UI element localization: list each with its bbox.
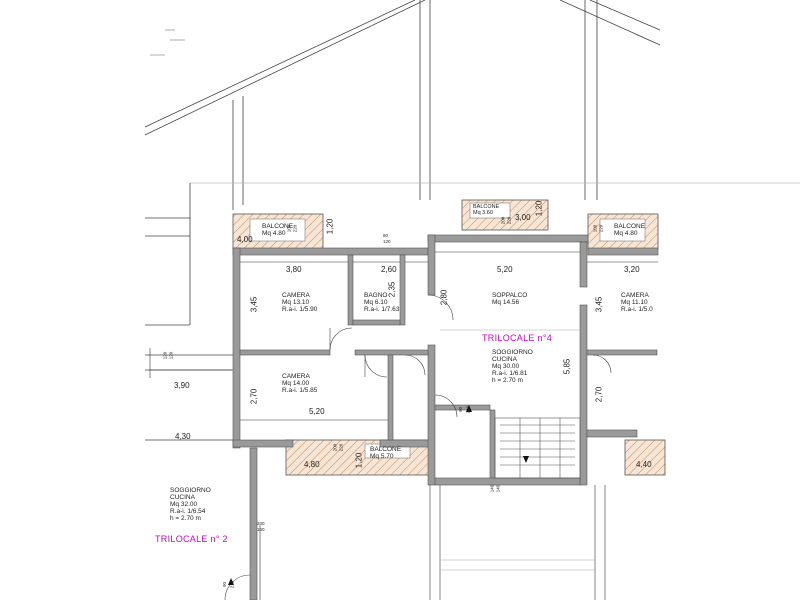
opening-label: 200 <box>257 521 265 526</box>
balcony-name: BALCONE <box>614 223 646 230</box>
entry-arrows <box>228 405 529 585</box>
room-label-camera-right: CAMERA Mq 11.10 R.a-i. 1/5.0 <box>621 292 653 313</box>
opening-label: 220 <box>506 216 512 225</box>
dim-label: 2,70 <box>594 386 604 403</box>
dim-label: 4,00 <box>237 235 253 244</box>
opening-label: 220 <box>338 443 344 452</box>
detail-lines <box>149 251 658 600</box>
balcony-label: BALCONE Mq 3.60 <box>473 204 499 216</box>
opening-label: 90 <box>222 581 228 587</box>
dim-label: 4,80 <box>304 460 320 469</box>
opening-label: 160 <box>257 527 265 532</box>
dim-label: 3,45 <box>249 296 259 313</box>
opening-label: 210 <box>229 580 235 589</box>
dim-label: 3,20 <box>624 265 640 274</box>
opening-label: 140 <box>495 484 501 493</box>
room-label-bagno: BAGNO Mq 6.10 R.a-i. 1/7.63 <box>364 292 399 313</box>
dim-label: 4,40 <box>636 460 652 469</box>
room-name: SOGGIORNO <box>170 487 211 494</box>
balcony-area: Mq 3.60 <box>473 210 493 216</box>
balcony-label: BALCONE Mq 5.70 <box>370 446 401 460</box>
opening-label: 80 <box>383 233 389 238</box>
walls <box>232 234 659 600</box>
dim-label: 1,20 <box>325 218 335 235</box>
room-area: Mq 30.00 <box>492 363 520 370</box>
roof-lines <box>144 0 800 441</box>
room-height: h = 2.70 m <box>170 515 201 522</box>
apartment-label: TRILOCALE n° 2 <box>155 534 228 544</box>
room-name: SOPPALCO <box>492 292 528 299</box>
room-label-soppalco: SOPPALCO Mq 14.56 <box>492 292 527 306</box>
room-label-soggiorno: SOGGIORNO CUCINA Mq 30.00 R.a-i. 1/6.81 … <box>492 349 533 384</box>
opening-label: 120 <box>168 351 174 360</box>
dim-label: 5,20 <box>309 407 325 416</box>
balcony-area: Mq 4.80 <box>262 230 286 237</box>
stair <box>494 417 581 479</box>
room-name: BAGNO <box>364 292 388 299</box>
room-name: CUCINA <box>170 494 195 501</box>
dim-label: 2,60 <box>381 265 397 274</box>
room-ratio: R.a-i. 1/5.90 <box>282 306 318 313</box>
opening-label: 90 <box>458 406 464 412</box>
dim-label: 4,30 <box>175 432 191 441</box>
apartment-label: TRILOCALE n°4 <box>482 333 553 343</box>
dim-label: 1,20 <box>354 452 364 469</box>
room-ratio: R.a-i. 1/6.81 <box>492 370 528 377</box>
balcony-area: Mq 5.70 <box>370 453 394 460</box>
balcony-label: BALCONE Mq 4.80 <box>614 223 645 237</box>
room-ratio: R.a-i. 1/5.85 <box>282 387 318 394</box>
dim-label: 3,00 <box>515 213 531 222</box>
opening-label: 220 <box>598 224 604 233</box>
balcony-name: BALCONE <box>473 204 500 210</box>
room-height: h = 2.70 m <box>492 377 523 384</box>
dim-label: 3,90 <box>174 381 190 390</box>
dim-label: 2,70 <box>249 388 259 405</box>
room-area: Mq 6.10 <box>364 299 388 306</box>
dim-label: 1,20 <box>534 200 544 217</box>
room-name: CAMERA <box>282 373 310 380</box>
room-label-soggiorno: SOGGIORNO CUCINA Mq 32.00 R.a-i. 1/6.54 … <box>170 487 211 522</box>
room-name: SOGGIORNO <box>492 349 533 356</box>
room-name: CAMERA <box>621 292 649 299</box>
balcony-label: BALCONE Mq 4.80 <box>262 223 293 237</box>
opening-label: 210 <box>465 405 471 414</box>
dim-label: 5,85 <box>562 358 572 375</box>
room-label-camera: CAMERA Mq 13.10 R.a-i. 1/5.90 <box>282 292 317 313</box>
room-area: Mq 14.00 <box>282 380 310 387</box>
room-name: CAMERA <box>282 292 310 299</box>
room-ratio: R.a-i. 1/7.63 <box>364 306 400 313</box>
room-label-camera: CAMERA Mq 14.00 R.a-i. 1/5.85 <box>282 373 317 394</box>
balcony-area: Mq 4.80 <box>614 230 638 237</box>
opening-label: 220 <box>292 224 298 233</box>
room-name: CUCINA <box>492 356 517 363</box>
dim-label: 5,20 <box>497 265 513 274</box>
dim-label: 3,80 <box>286 265 302 274</box>
room-area: Mq 13.10 <box>282 299 310 306</box>
opening-label: 120 <box>383 239 391 244</box>
balconies <box>232 199 666 476</box>
balcony-name: BALCONE <box>262 223 294 230</box>
balcony-name: BALCONE <box>370 446 402 453</box>
room-area: Mq 32.00 <box>170 501 198 508</box>
room-area: Mq 11.10 <box>621 299 648 306</box>
room-ratio: R.a-i. 1/6.54 <box>170 508 206 515</box>
dim-label: 3,45 <box>594 296 604 313</box>
room-ratio: R.a-i. 1/5.0 <box>621 306 653 313</box>
dim-label: 2,80 <box>439 289 449 306</box>
room-area: Mq 14.56 <box>492 299 520 306</box>
